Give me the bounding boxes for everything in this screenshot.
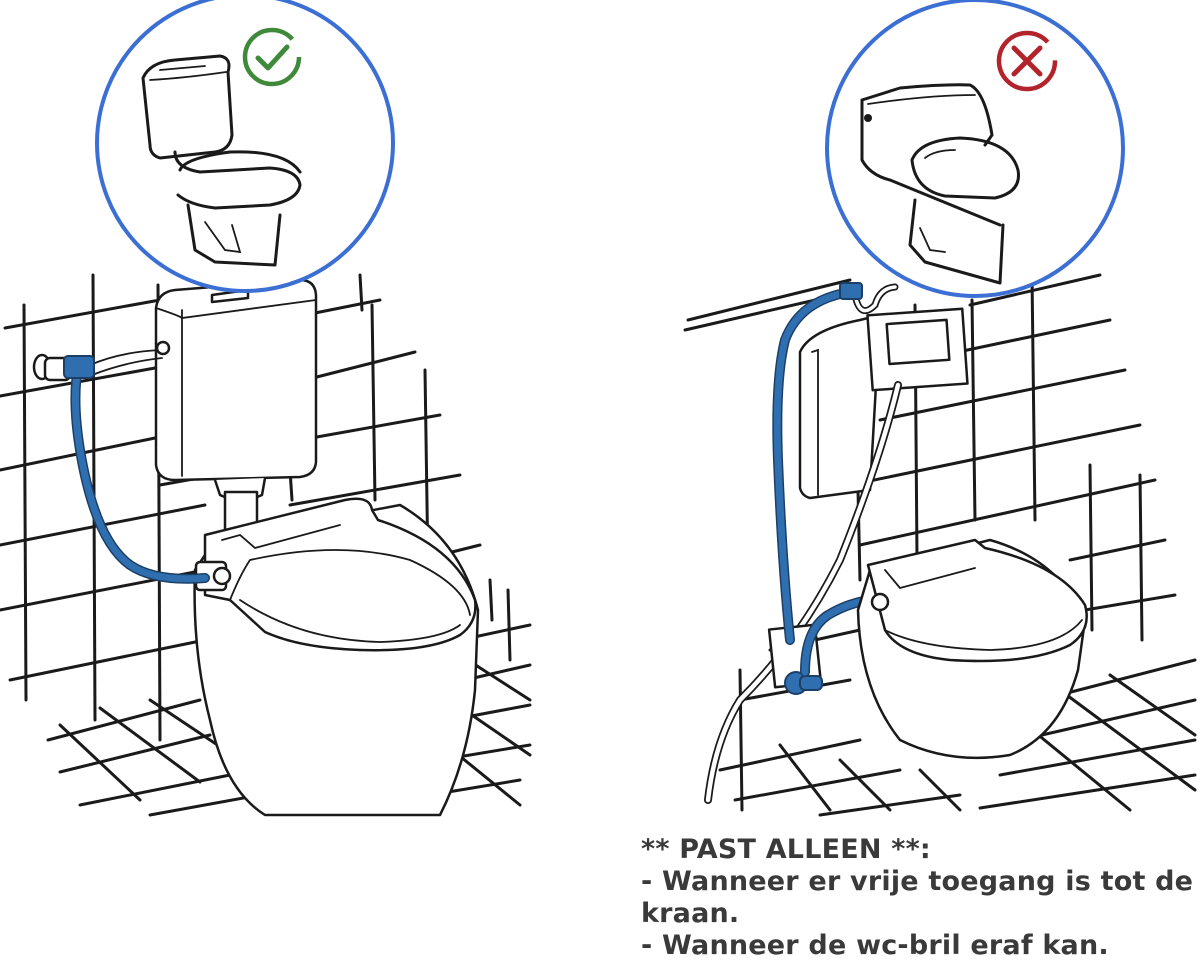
incompatible-toilet-callout — [825, 0, 1125, 298]
callout-circle-border — [825, 0, 1125, 298]
one-piece-toilet-icon — [860, 83, 1021, 285]
right-bidet-toilet — [856, 538, 1088, 760]
right-scene — [683, 0, 1197, 817]
compatibility-note: ** PAST ALLEEN **: - Wanneer er vrije to… — [641, 834, 1200, 962]
left-scene — [0, 0, 532, 817]
close-coupled-toilet-icon — [141, 54, 302, 267]
left-bidet-toilet — [193, 497, 480, 817]
callout-circle-border — [95, 0, 395, 293]
note-heading: ** PAST ALLEEN **: — [641, 834, 931, 865]
left-blue-hose — [63, 355, 210, 584]
right-wall-tiles — [738, 273, 1177, 812]
hose-line — [71, 364, 209, 583]
white-flexible-hose — [704, 283, 902, 804]
check-circle-icon — [242, 27, 302, 87]
note-line-seat-removable: - Wanneer de wc-bril eraf kan. — [641, 930, 1109, 961]
concealed-cistern — [798, 307, 969, 500]
cross-circle-icon — [996, 30, 1058, 92]
note-line-access-tap: - Wanneer er vrije toegang is tot de — [641, 866, 1194, 897]
left-wall-valve — [32, 340, 171, 382]
compatible-toilet-callout — [95, 0, 395, 293]
right-blue-hoses — [772, 282, 877, 677]
left-cistern — [154, 278, 318, 544]
note-line-access-tap-cont: kraan. — [641, 898, 740, 929]
